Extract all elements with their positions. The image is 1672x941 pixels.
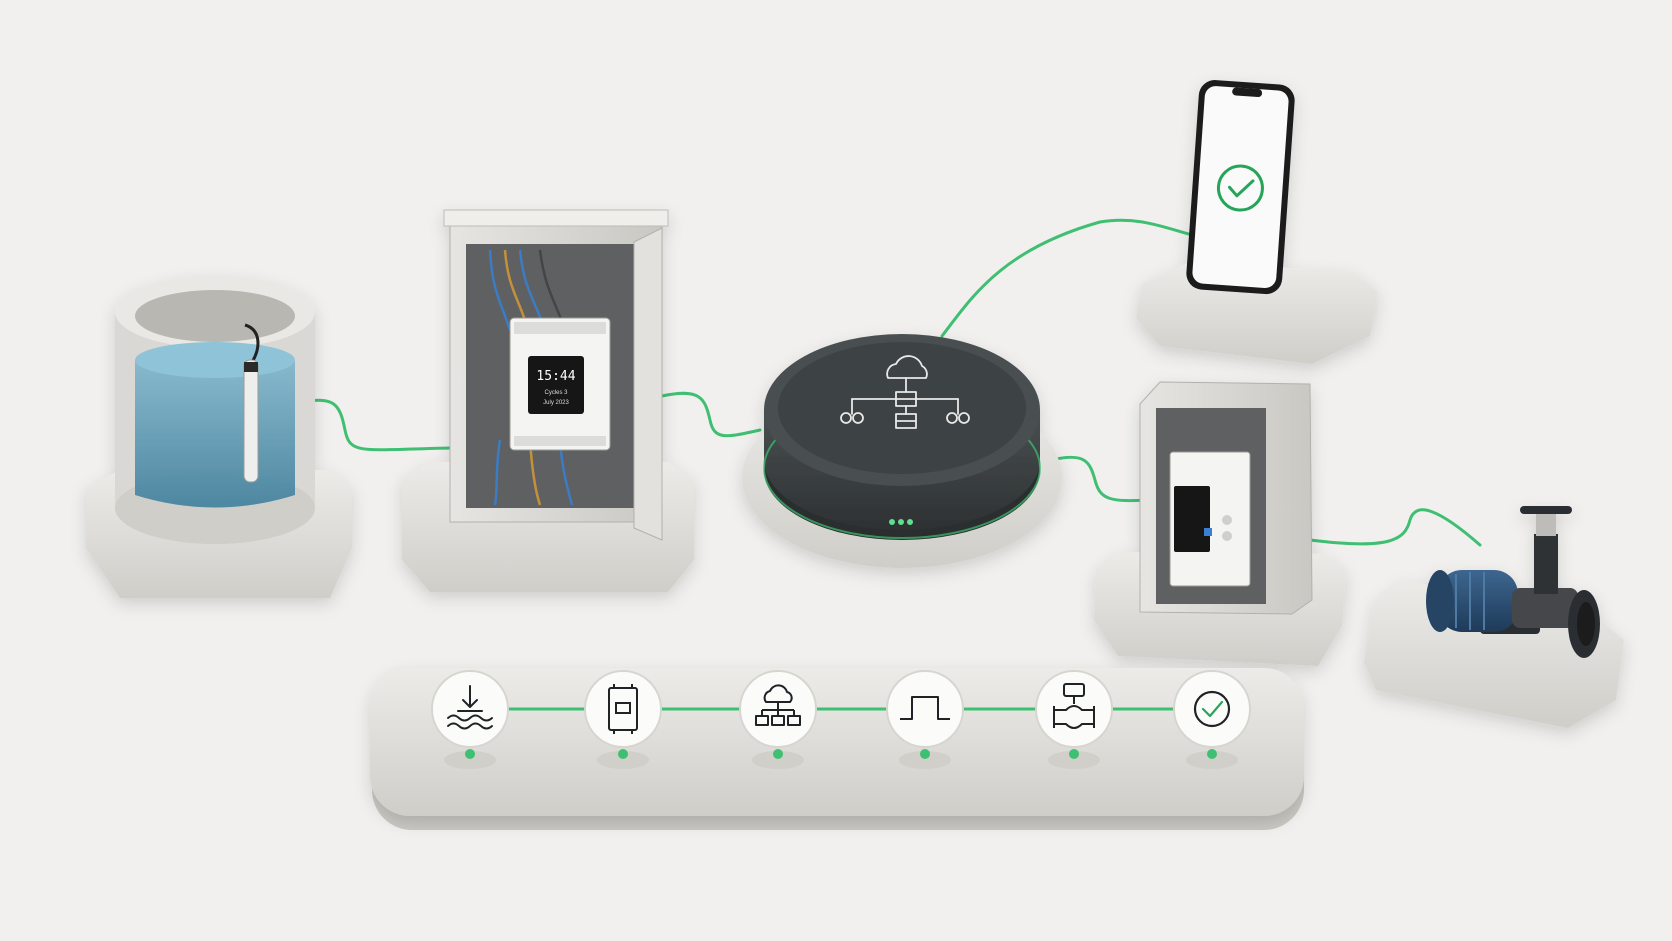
cable-well-to-cabinet bbox=[298, 398, 452, 452]
gate-valve bbox=[1512, 506, 1600, 658]
electric-motor bbox=[1426, 570, 1518, 632]
cloud-network-icon bbox=[755, 684, 801, 726]
pump-valve-assembly bbox=[1364, 506, 1624, 728]
pulse-signal-icon bbox=[900, 696, 950, 720]
check-circle-icon bbox=[1193, 690, 1231, 728]
controller-display-time: 15:44 bbox=[536, 369, 575, 384]
workflow-panel bbox=[370, 668, 1304, 830]
network-cables bbox=[298, 218, 1482, 547]
cable-controller-to-pump bbox=[1308, 508, 1482, 547]
din-rail-controller: 15:44 Cycles 3 July 2023 bbox=[509, 317, 611, 451]
cable-cabinet-to-hub bbox=[660, 391, 762, 438]
workflow-step-water-level[interactable] bbox=[431, 670, 509, 769]
workflow-step-controller[interactable] bbox=[584, 670, 662, 769]
workflow-step-valve[interactable] bbox=[1035, 670, 1113, 769]
controller-icon bbox=[608, 684, 638, 734]
phone-screen bbox=[1192, 86, 1289, 289]
remote-controller-module bbox=[1169, 451, 1251, 587]
remote-controller-box bbox=[1094, 381, 1346, 666]
hub-status-leds bbox=[889, 519, 913, 525]
controller-display-line2: Cycles 3 bbox=[544, 390, 568, 396]
cable-hub-to-phone bbox=[940, 218, 1202, 338]
water-well bbox=[86, 276, 352, 598]
controller-display-line3: July 2023 bbox=[543, 400, 569, 406]
cabinet-wiring bbox=[488, 249, 574, 506]
valve-actuator-icon bbox=[1053, 683, 1095, 729]
workflow-plinth bbox=[370, 668, 1304, 816]
workflow-step-pulse[interactable] bbox=[886, 670, 964, 769]
electrical-cabinet: 15:44 Cycles 3 July 2023 bbox=[402, 209, 694, 592]
cabinet-open-door bbox=[633, 227, 663, 541]
well-water bbox=[135, 360, 295, 508]
hub-cloud-network-icon bbox=[840, 355, 970, 429]
workflow-step-confirm[interactable] bbox=[1173, 670, 1251, 769]
smartphone-station bbox=[1136, 80, 1378, 364]
cable-hub-to-controller bbox=[1050, 455, 1152, 503]
level-sensor-probe bbox=[243, 323, 260, 483]
cloud-hub bbox=[742, 334, 1062, 568]
workflow-step-cloud[interactable] bbox=[739, 670, 817, 769]
water-level-icon bbox=[447, 685, 493, 730]
phone-check-circle-icon bbox=[1216, 164, 1264, 212]
